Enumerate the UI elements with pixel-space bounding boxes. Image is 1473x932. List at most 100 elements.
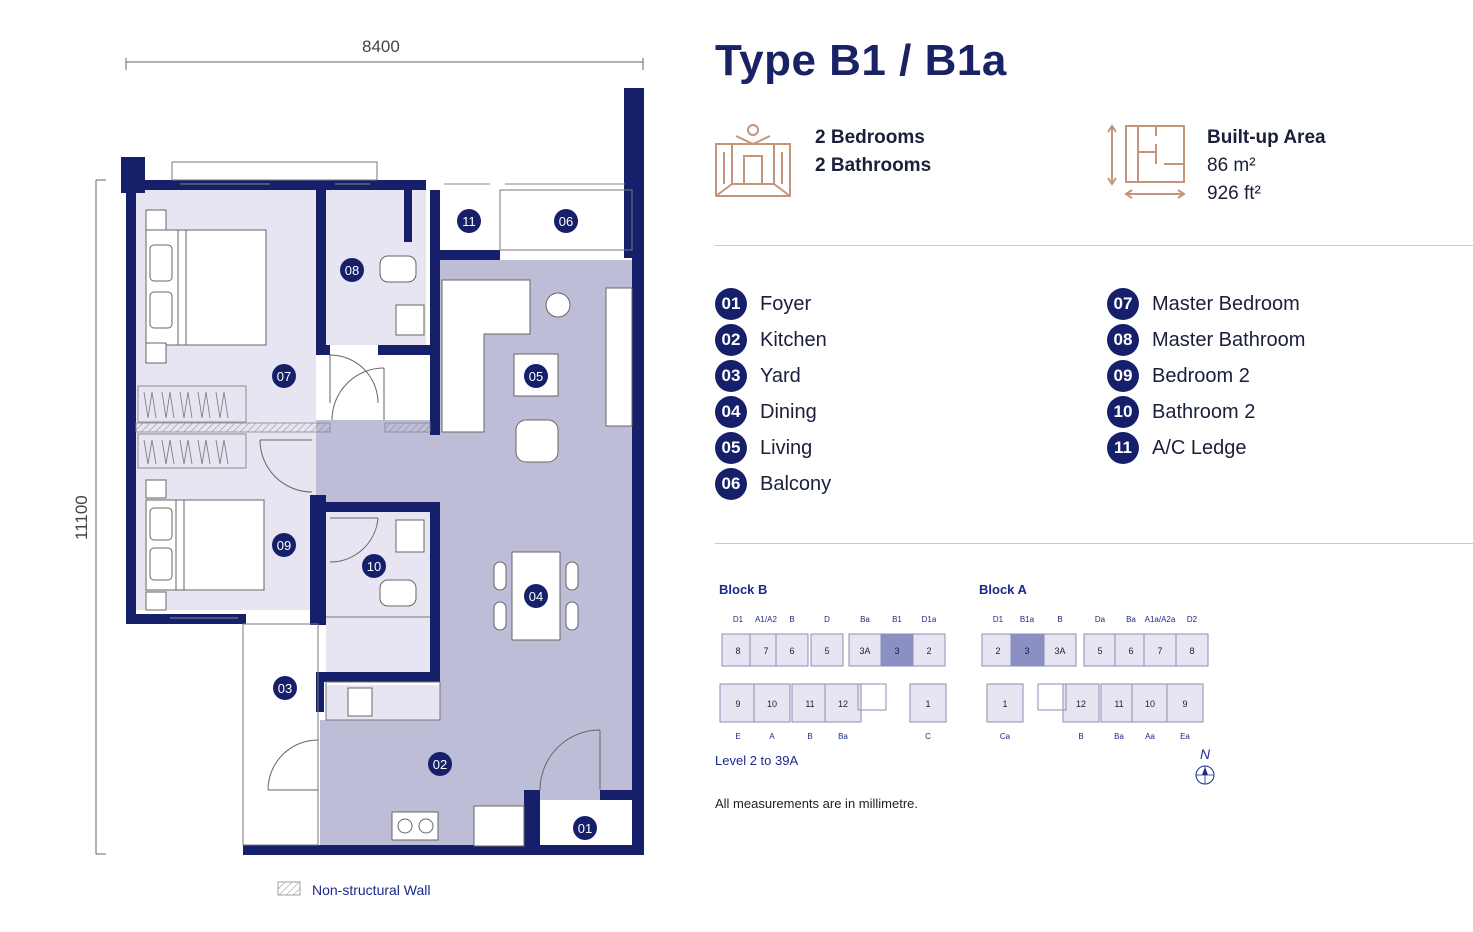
unit-number: 12 bbox=[838, 699, 848, 709]
legend-label: Kitchen bbox=[760, 328, 827, 351]
legend-label: Balcony bbox=[760, 472, 832, 495]
room-badge: 06 bbox=[554, 209, 578, 233]
legend-number-badge: 10 bbox=[1107, 396, 1139, 428]
unit-number: 3 bbox=[894, 646, 899, 656]
unit-number: 9 bbox=[735, 699, 740, 709]
legend-item: 07 Master Bedroom bbox=[1107, 286, 1305, 322]
legend-number-badge: 04 bbox=[715, 396, 747, 428]
unit-cell bbox=[1166, 683, 1204, 723]
unit-number: 6 bbox=[1128, 646, 1133, 656]
core-block bbox=[1037, 683, 1067, 711]
unit-number: 10 bbox=[1145, 699, 1155, 709]
unit-number: 6 bbox=[789, 646, 794, 656]
divider-top bbox=[715, 245, 1473, 246]
unit-cell bbox=[753, 683, 791, 723]
legend-number-badge: 05 bbox=[715, 432, 747, 464]
legend-number-badge: 07 bbox=[1107, 288, 1139, 320]
unit-number: 5 bbox=[1097, 646, 1102, 656]
unit-number: 3A bbox=[1054, 646, 1065, 656]
unit-number: 1 bbox=[1002, 699, 1007, 709]
room-badge: 07 bbox=[272, 364, 296, 388]
unit-type-label: B bbox=[1057, 615, 1062, 624]
unit-type-label: Ea bbox=[1180, 732, 1190, 741]
unit-cell bbox=[824, 683, 862, 723]
level-range: Level 2 to 39A bbox=[715, 753, 799, 768]
compass-icon bbox=[1195, 765, 1215, 785]
unit-number: 3A bbox=[859, 646, 870, 656]
legend-label: A/C Ledge bbox=[1152, 436, 1247, 459]
legend-number-badge: 06 bbox=[715, 468, 747, 500]
unit-type-label: A1/A2 bbox=[755, 615, 777, 624]
unit-cell bbox=[1143, 633, 1177, 667]
width-dimension: 8400 bbox=[362, 37, 400, 56]
unit-type-label: B1a bbox=[1020, 615, 1035, 624]
legend-number-badge: 03 bbox=[715, 360, 747, 392]
legend-item: 06 Balcony bbox=[715, 466, 831, 502]
room-badge: 04 bbox=[524, 584, 548, 608]
unit-type-label: Ba bbox=[838, 732, 848, 741]
unit-cell bbox=[981, 633, 1015, 667]
unit-number: 8 bbox=[1189, 646, 1194, 656]
unit-cell bbox=[775, 633, 809, 667]
unit-type-label: D1a bbox=[922, 615, 937, 624]
unit-number: 8 bbox=[735, 646, 740, 656]
unit-type-label: Da bbox=[1095, 615, 1106, 624]
unit-type-label: B bbox=[807, 732, 812, 741]
room-badge: 02 bbox=[428, 752, 452, 776]
legend-number-badge: 11 bbox=[1107, 432, 1139, 464]
unit-number: 3 bbox=[1024, 646, 1029, 656]
unit-type-label: Aa bbox=[1145, 732, 1155, 741]
bathrooms-count: 2 Bathrooms bbox=[815, 155, 932, 176]
unit-number: 9 bbox=[1182, 699, 1187, 709]
block-b-title: Block B bbox=[719, 582, 768, 597]
unit-number: 2 bbox=[926, 646, 931, 656]
unit-type-label: Ca bbox=[1000, 732, 1011, 741]
height-dimension: 11100 bbox=[72, 495, 91, 540]
page-title: Type B1 / B1a bbox=[715, 36, 1007, 85]
legend-number-badge: 09 bbox=[1107, 360, 1139, 392]
unit-cell bbox=[1062, 683, 1100, 723]
legend-item: 04 Dining bbox=[715, 394, 831, 430]
unit-number: 1 bbox=[925, 699, 930, 709]
bedroom-door-icon bbox=[715, 124, 791, 197]
unit-type-label: C bbox=[925, 732, 931, 741]
unit-type-label: B bbox=[1078, 732, 1083, 741]
measurement-note: All measurements are in millimetre. bbox=[715, 796, 919, 811]
unit-type-label: Ba bbox=[860, 615, 870, 624]
unit-type-label: D1 bbox=[733, 615, 744, 624]
unit-number: 7 bbox=[1157, 646, 1162, 656]
legend-label: Dining bbox=[760, 400, 817, 423]
legend-label: Master Bedroom bbox=[1152, 292, 1300, 315]
built-up-area-label: Built-up Area bbox=[1207, 127, 1326, 148]
room-badge: 10 bbox=[362, 554, 386, 578]
block-a-title: Block A bbox=[979, 582, 1027, 597]
unit-number: 10 bbox=[767, 699, 777, 709]
area-m2: 86 m² bbox=[1207, 155, 1256, 176]
unit-cell bbox=[1114, 633, 1148, 667]
unit-type-label: Ba bbox=[1114, 732, 1124, 741]
legend-label: Master Bathroom bbox=[1152, 328, 1306, 351]
unit-type-label: A1a/A2a bbox=[1145, 615, 1176, 624]
area-ft2: 926 ft² bbox=[1207, 183, 1261, 204]
north-label: N bbox=[1200, 746, 1211, 762]
legend-label: Living bbox=[760, 436, 813, 459]
room-badge: 11 bbox=[457, 209, 481, 233]
core-block bbox=[857, 683, 887, 711]
divider-bottom bbox=[715, 543, 1473, 544]
unit-number: 11 bbox=[805, 699, 814, 709]
room-badge: 05 bbox=[524, 364, 548, 388]
legend-item: 11 A/C Ledge bbox=[1107, 430, 1305, 466]
unit-cell bbox=[1131, 683, 1169, 723]
unit-cell bbox=[1010, 633, 1044, 667]
legend-label: Foyer bbox=[760, 292, 812, 315]
room-badge: 09 bbox=[272, 533, 296, 557]
area-plan-icon bbox=[1107, 124, 1186, 199]
